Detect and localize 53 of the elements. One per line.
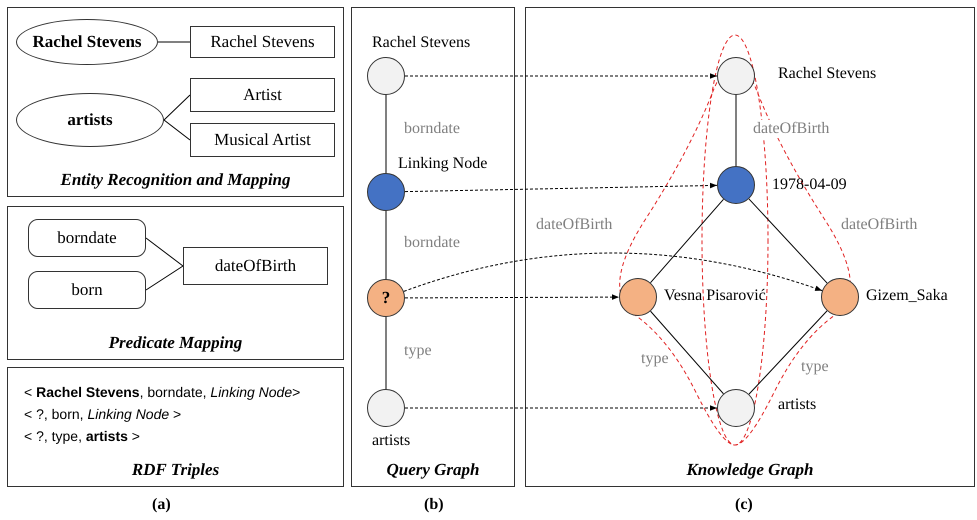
panel-title: RDF Triples bbox=[130, 460, 220, 480]
graph-node-circle bbox=[367, 57, 405, 95]
connector-line bbox=[748, 310, 828, 395]
node-label: Linking Node bbox=[398, 155, 488, 173]
connector-line bbox=[748, 198, 828, 284]
triple-text: < ?, type, artists > bbox=[24, 428, 140, 444]
dashed-arrow bbox=[403, 252, 823, 292]
panel-title: Knowledge Graph bbox=[685, 460, 815, 480]
panel-title: Entity Recognition and Mapping bbox=[59, 170, 292, 190]
node-label: Vesna Pisarović bbox=[664, 287, 766, 305]
entity-box: dateOfBirth bbox=[183, 247, 328, 285]
graph-node-circle bbox=[717, 166, 755, 204]
dashed-arrow bbox=[404, 73, 718, 79]
connector-line bbox=[650, 198, 724, 284]
connector-line bbox=[164, 120, 190, 140]
panel-title: Predicate Mapping bbox=[108, 333, 244, 353]
panel-label: (c) bbox=[735, 496, 753, 514]
node-label: 1978-04-09 bbox=[772, 176, 847, 194]
node-label: artists bbox=[372, 432, 410, 450]
node-label: Gizem_Saka bbox=[866, 287, 948, 305]
panel bbox=[7, 206, 344, 360]
entity-ellipse: artists bbox=[16, 93, 164, 147]
connector-line bbox=[164, 94, 190, 120]
panel-label: (b) bbox=[424, 496, 444, 514]
graph-node-circle bbox=[717, 389, 755, 427]
node-label: artists bbox=[778, 396, 816, 414]
graph-node-circle bbox=[367, 173, 405, 211]
node-label: Rachel Stevens bbox=[778, 65, 876, 83]
triple-text: < Rachel Stevens, borndate, Linking Node> bbox=[24, 384, 300, 400]
graph-node-circle bbox=[717, 57, 755, 95]
connector-line bbox=[650, 310, 724, 394]
entity-ellipse: Rachel Stevens bbox=[16, 19, 158, 65]
triple-text: < ?, born, Linking Node > bbox=[24, 406, 182, 422]
connector-line bbox=[146, 266, 184, 290]
graph-node-circle bbox=[821, 278, 859, 316]
panel bbox=[7, 7, 344, 197]
entity-box: Artist bbox=[190, 78, 335, 112]
graph-node-circle bbox=[619, 278, 657, 316]
graph-node-circle: ? bbox=[367, 279, 405, 317]
entity-box: Rachel Stevens bbox=[190, 26, 335, 58]
node-label: Rachel Stevens bbox=[372, 34, 470, 52]
predicate-box: borndate bbox=[28, 219, 146, 257]
edge-label: dateOfBirth bbox=[752, 120, 830, 138]
panel bbox=[7, 367, 344, 487]
panel-title: Query Graph bbox=[385, 460, 481, 480]
panel-label: (a) bbox=[152, 496, 171, 514]
graph-node-circle bbox=[367, 389, 405, 427]
dashed-arrow bbox=[404, 294, 620, 300]
connector-line bbox=[146, 238, 184, 266]
dashed-arrow bbox=[404, 405, 718, 411]
predicate-box: born bbox=[28, 271, 146, 309]
dashed-arrow bbox=[404, 182, 718, 192]
entity-box: Musical Artist bbox=[190, 123, 335, 157]
